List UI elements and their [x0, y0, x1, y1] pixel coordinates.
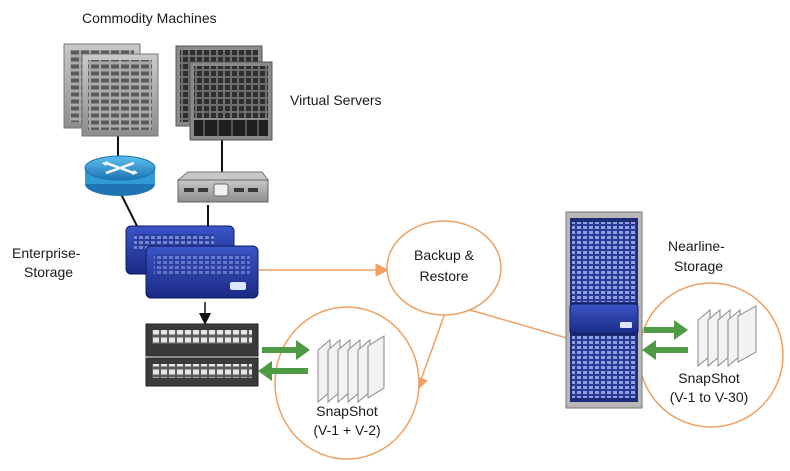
backup-restore-label-line1: Backup &	[414, 247, 474, 263]
snapshot-left-label-line2: (V-1 + V-2)	[313, 422, 381, 438]
commodity-machine-icon	[63, 43, 159, 137]
enterprise-storage-label-line1: Enterprise-	[12, 245, 81, 261]
backup-restore-circle	[386, 220, 502, 316]
snapshot-right-label-line1: SnapShot	[678, 370, 740, 386]
snapshot-right-label-line2: (V-1 to V-30)	[669, 389, 749, 405]
snapshot-left-label-line1: SnapShot	[316, 403, 378, 419]
backup-restore-label-line2: Restore	[419, 268, 469, 284]
enterprise-storage-label-line2: Storage	[24, 264, 74, 280]
snapshot-pages-icon	[317, 335, 385, 404]
disk-array-icon	[145, 323, 259, 387]
nearline-rack-icon	[565, 211, 643, 409]
nearline-storage-label-line1: Nearline-	[668, 238, 725, 254]
nearline-storage-label-line2: Storage	[674, 258, 724, 274]
virtual-server-icon	[175, 45, 273, 141]
switch-icon	[176, 171, 269, 203]
commodity-machines-label: Commodity Machines	[82, 10, 217, 26]
router-icon	[84, 155, 156, 196]
virtual-servers-label: Virtual Servers	[290, 92, 382, 108]
enterprise-storage-icon	[125, 225, 259, 299]
backup-to-snapshot-left-connector	[415, 304, 449, 391]
sync-arrows-icon	[258, 320, 688, 381]
snapshot-pages-icon-right	[697, 305, 757, 368]
